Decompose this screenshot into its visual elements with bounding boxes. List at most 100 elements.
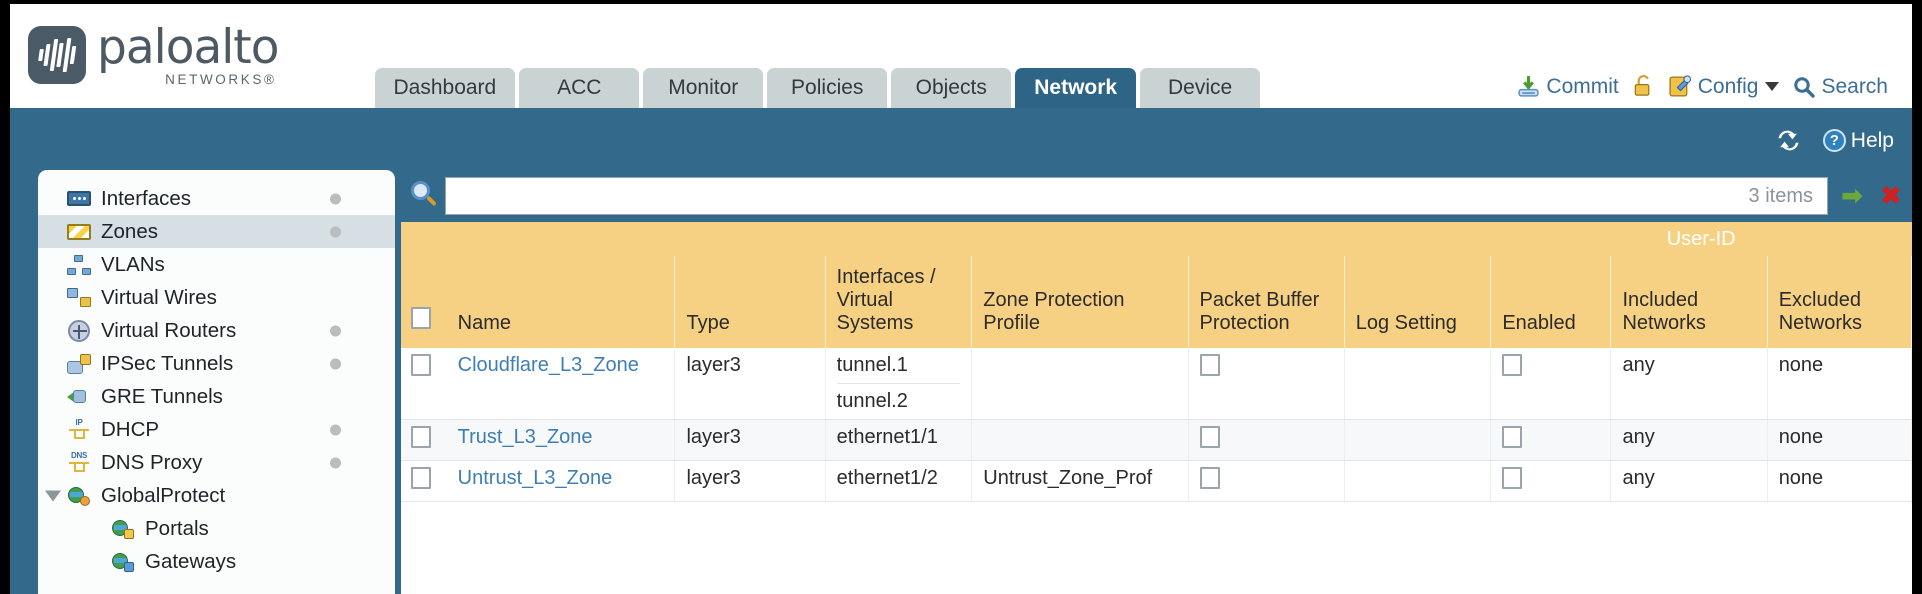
item-count-label: 3 items (1748, 184, 1813, 207)
info-dot-icon[interactable] (330, 358, 341, 369)
app-header: paloalto NETWORKS® Dashboard ACC Monitor… (10, 4, 1912, 108)
config-menu[interactable]: Config (1668, 74, 1780, 99)
userid-enabled-checkbox[interactable] (1502, 467, 1523, 489)
column-header-zone-protection-profile[interactable]: Zone Protection Profile (971, 256, 1189, 348)
info-dot-icon[interactable] (330, 226, 341, 237)
magnifier-icon[interactable] (407, 179, 441, 213)
clear-filter-button[interactable]: ✖ (1880, 181, 1902, 210)
tab-monitor[interactable]: Monitor (643, 68, 764, 108)
cell-name: Trust_L3_Zone (446, 419, 676, 461)
info-dot-icon[interactable] (330, 325, 341, 336)
filter-bar: 3 items ➡ ✖ (401, 170, 1912, 222)
info-dot-icon[interactable] (330, 457, 341, 468)
sidebar-item-label: IPSec Tunnels (101, 351, 234, 375)
select-all-header (401, 256, 447, 348)
cell-userid-enabled (1490, 460, 1612, 502)
userid-enabled-checkbox[interactable] (1502, 426, 1523, 448)
tab-network[interactable]: Network (1015, 68, 1137, 108)
filter-input-wrapper[interactable]: 3 items (445, 177, 1828, 215)
tab-policies[interactable]: Policies (767, 68, 888, 108)
sidebar-item-gre-tunnels[interactable]: GRE Tunnels (38, 380, 395, 413)
row-checkbox[interactable] (411, 354, 431, 376)
brand-name: paloalto (97, 19, 279, 75)
tab-device[interactable]: Device (1140, 68, 1261, 108)
table-row[interactable]: Cloudflare_L3_Zone layer3 tunnel.1 tunne… (401, 348, 1912, 420)
sidebar-item-zones[interactable]: Zones (38, 215, 395, 248)
zone-name-link[interactable]: Untrust_L3_Zone (457, 467, 613, 489)
column-header-excluded-networks[interactable]: Excluded Networks (1767, 256, 1912, 348)
sidebar-item-dns-proxy[interactable]: DNS DNS Proxy (38, 446, 395, 479)
apply-filter-button[interactable]: ➡ (1841, 181, 1863, 210)
sidebar-item-gateways[interactable]: Gateways (38, 545, 395, 578)
zones-icon (66, 221, 92, 243)
sidebar-item-label: GRE Tunnels (101, 384, 223, 408)
sidebar-item-label: DHCP (101, 417, 160, 441)
paloalto-logo: paloalto NETWORKS® (28, 24, 279, 87)
commit-label: Commit (1546, 74, 1619, 98)
info-dot-icon[interactable] (330, 424, 341, 435)
cell-packet-buffer-protection (1188, 348, 1345, 420)
ipsec-tunnels-icon (66, 353, 92, 375)
packet-buffer-protection-checkbox[interactable] (1199, 467, 1220, 489)
sidebar-item-globalprotect[interactable]: GlobalProtect (38, 479, 395, 512)
group-header-userid: User-ID (1490, 222, 1912, 256)
column-header-packet-buffer-protection[interactable]: Packet Buffer Protection (1188, 256, 1345, 348)
select-all-checkbox[interactable] (411, 307, 431, 329)
table-row[interactable]: Trust_L3_Zone layer3 ethernet1/1 (401, 419, 1912, 461)
cell-name: Cloudflare_L3_Zone (446, 348, 676, 420)
interfaces-icon (66, 188, 92, 210)
sidebar-item-interfaces[interactable]: Interfaces (38, 182, 395, 215)
cell-log-setting (1344, 348, 1492, 420)
config-label: Config (1697, 74, 1759, 98)
cell-zone-protection-profile: Untrust_Zone_Prof (971, 460, 1189, 502)
sidebar-item-virtual-routers[interactable]: Virtual Routers (38, 314, 395, 347)
refresh-icon[interactable] (1774, 128, 1803, 153)
search-button[interactable]: Search (1792, 75, 1888, 99)
cell-type: layer3 (674, 419, 826, 461)
column-header-log-setting[interactable]: Log Setting (1344, 256, 1492, 348)
interface-entry: tunnel.2 (836, 383, 961, 419)
sidebar-item-label: Virtual Wires (101, 285, 217, 309)
band-actions: ? Help (1774, 128, 1894, 153)
help-icon: ? (1822, 129, 1846, 152)
row-checkbox[interactable] (411, 426, 431, 448)
userid-enabled-checkbox[interactable] (1502, 354, 1523, 376)
zone-name-link[interactable]: Cloudflare_L3_Zone (457, 354, 639, 376)
packet-buffer-protection-checkbox[interactable] (1199, 426, 1220, 448)
sidebar-item-dhcp[interactable]: IP DHCP (38, 413, 395, 446)
column-header-interfaces[interactable]: Interfaces / Virtual Systems (825, 256, 973, 348)
tab-objects[interactable]: Objects (891, 68, 1012, 108)
cell-type: layer3 (674, 348, 826, 420)
commit-icon (1518, 76, 1540, 97)
sidebar-item-vlans[interactable]: VLANs (38, 248, 395, 281)
column-header-included-networks[interactable]: Included Networks (1610, 256, 1768, 348)
gre-tunnels-icon (66, 386, 92, 408)
cell-excluded-networks: none (1767, 348, 1912, 420)
expander-triangle-icon[interactable] (45, 490, 61, 501)
sidebar-item-label: Portals (145, 516, 209, 540)
interface-entry: ethernet1/1 (836, 426, 938, 448)
column-header-userid-enabled[interactable]: Enabled (1490, 256, 1612, 348)
help-button[interactable]: ? Help (1822, 129, 1894, 153)
packet-buffer-protection-checkbox[interactable] (1199, 354, 1220, 376)
table-row[interactable]: Untrust_L3_Zone layer3 ethernet1/2 Untru… (401, 460, 1912, 502)
sidebar-item-portals[interactable]: Portals (38, 512, 395, 545)
body-area: Interfaces Zones VLANs Virtual Wires Vir… (10, 170, 1912, 594)
tab-acc[interactable]: ACC (519, 68, 640, 108)
padlock-icon[interactable] (1632, 74, 1655, 99)
sidebar-item-ipsec-tunnels[interactable]: IPSec Tunnels (38, 347, 395, 380)
tab-dashboard[interactable]: Dashboard (374, 68, 516, 108)
sidebar-item-virtual-wires[interactable]: Virtual Wires (38, 281, 395, 314)
column-header-name[interactable]: Name (446, 256, 676, 348)
row-checkbox[interactable] (411, 467, 431, 489)
search-input[interactable] (456, 184, 1749, 208)
interface-entry: tunnel.1 (836, 354, 908, 376)
sidebar-item-label: DNS Proxy (101, 450, 203, 474)
table-group-header-row: User-ID (401, 222, 1912, 256)
info-dot-icon[interactable] (330, 193, 341, 204)
table-body: Cloudflare_L3_Zone layer3 tunnel.1 tunne… (401, 348, 1912, 502)
column-header-type[interactable]: Type (674, 256, 826, 348)
zone-name-link[interactable]: Trust_L3_Zone (457, 426, 593, 448)
commit-button[interactable]: Commit (1516, 74, 1619, 99)
